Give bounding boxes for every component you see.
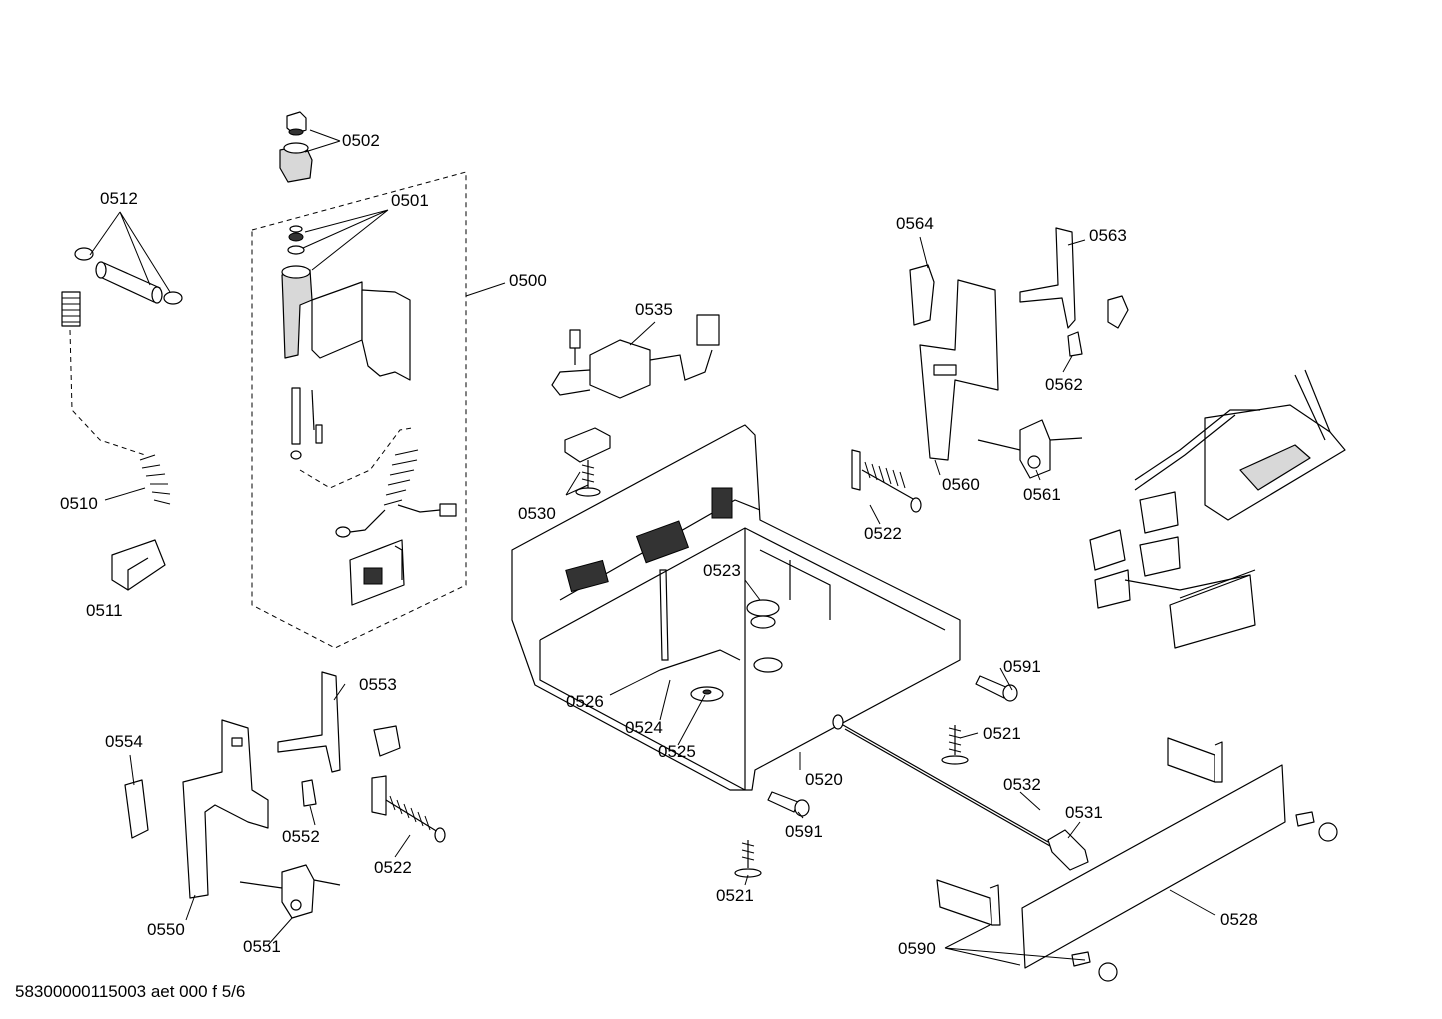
clip-0552 xyxy=(301,779,317,807)
screw-0591-upper xyxy=(975,675,1018,702)
label-0561: 0561 xyxy=(1023,485,1061,504)
rod-0532 xyxy=(842,724,1051,847)
screw-0591-lower xyxy=(767,791,810,817)
kick-plate-0528 xyxy=(1021,764,1286,969)
sensor-0561 xyxy=(977,419,1083,479)
screw-and-cap-0590 xyxy=(1071,951,1118,982)
bracket-0590 xyxy=(936,879,1001,926)
label-0562: 0562 xyxy=(1045,375,1083,394)
label-0591-lower: 0591 xyxy=(785,822,823,841)
label-0521-lower: 0521 xyxy=(716,886,754,905)
inlet-valve-group-0500 xyxy=(251,171,467,649)
label-0523: 0523 xyxy=(703,561,741,580)
label-0500: 0500 xyxy=(509,271,547,290)
clip-0554 xyxy=(124,779,149,839)
base-frame-0520 xyxy=(511,424,961,791)
label-0564: 0564 xyxy=(896,214,934,233)
drawing-code: 58300000115003 aet 000 f 5/6 xyxy=(15,982,246,1001)
label-0522-lower: 0522 xyxy=(374,858,412,877)
label-0554: 0554 xyxy=(105,732,143,751)
label-0511: 0511 xyxy=(86,601,123,620)
label-0531: 0531 xyxy=(1065,803,1103,822)
foot-screw-0530 xyxy=(564,427,611,497)
leader-lines xyxy=(89,129,1216,966)
label-0524: 0524 xyxy=(625,718,663,737)
bracket-0550 xyxy=(182,719,269,899)
label-0502: 0502 xyxy=(342,131,380,150)
control-module xyxy=(1204,369,1346,521)
label-0532: 0532 xyxy=(1003,775,1041,794)
foot-screw-0521-lower xyxy=(734,840,762,878)
bracket-0560 xyxy=(919,279,999,461)
heater-0522-lower xyxy=(371,775,446,843)
label-0522-right: 0522 xyxy=(864,524,902,543)
label-0550: 0550 xyxy=(147,920,185,939)
label-0553: 0553 xyxy=(359,675,397,694)
bracket-upper-right xyxy=(1167,737,1223,783)
foot-screw-0521-upper xyxy=(941,725,969,765)
label-0526: 0526 xyxy=(566,692,604,711)
label-0510: 0510 xyxy=(60,494,98,513)
label-0525: 0525 xyxy=(658,742,696,761)
label-0535: 0535 xyxy=(635,300,673,319)
connector-nuts-0502 xyxy=(279,111,313,183)
clip-0511 xyxy=(111,539,166,591)
label-0591-upper: 0591 xyxy=(1003,657,1041,676)
label-0520: 0520 xyxy=(805,770,843,789)
hose-0510 xyxy=(61,291,171,505)
heater-0522-right xyxy=(851,449,922,513)
label-0560: 0560 xyxy=(942,475,980,494)
screw-and-cap-right xyxy=(1295,811,1338,842)
label-0552: 0552 xyxy=(282,827,320,846)
sensor-0551 xyxy=(239,864,341,919)
knob-0531 xyxy=(1047,829,1089,871)
cable-loom xyxy=(1089,409,1260,649)
bracket-0563 xyxy=(1019,227,1129,329)
bracket-0553 xyxy=(277,671,401,773)
bracket-0564 xyxy=(909,264,935,326)
pressure-switch-0535 xyxy=(551,314,720,399)
clip-0562 xyxy=(1067,331,1083,357)
label-0590: 0590 xyxy=(898,939,936,958)
label-0563: 0563 xyxy=(1089,226,1127,245)
hose-with-clamps-0512 xyxy=(74,247,183,305)
label-0501: 0501 xyxy=(391,191,429,210)
label-0551: 0551 xyxy=(243,937,281,956)
label-0530: 0530 xyxy=(518,504,556,523)
label-0528: 0528 xyxy=(1220,910,1258,929)
label-0521-upper: 0521 xyxy=(983,724,1021,743)
label-0512: 0512 xyxy=(100,189,138,208)
